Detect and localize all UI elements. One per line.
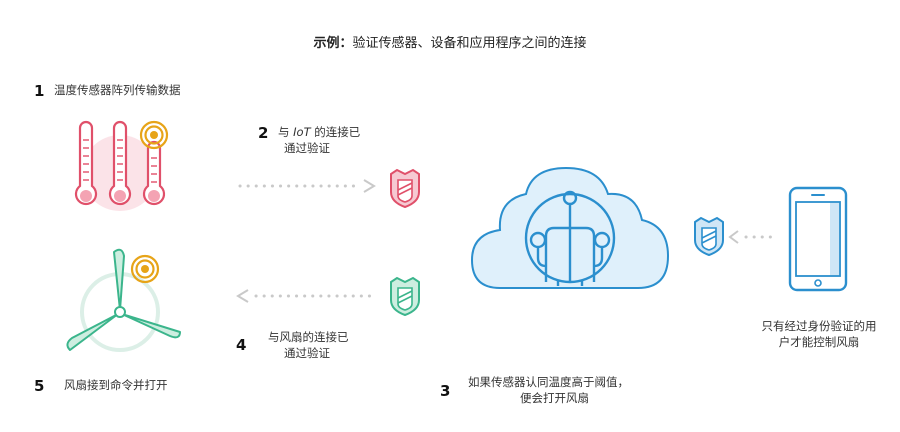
step-3-line2: 便会打开风扇: [520, 391, 589, 405]
step-5-number: 5: [34, 377, 45, 395]
phone-caption-line1: 只有经过身份验证的用: [761, 319, 877, 333]
shield-icon-blue: [694, 216, 724, 257]
step-4-line2: 通过验证: [284, 346, 330, 360]
step-1-label: 温度传感器阵列传输数据: [54, 83, 181, 97]
wind-turbine-icon: [66, 248, 181, 352]
arrow-sensor-to-shield: [238, 179, 376, 193]
arrow-phone-to-shield: [728, 230, 776, 244]
title-prefix: 示例：: [313, 36, 353, 51]
diagram-title: 示例：验证传感器、设备和应用程序之间的连接: [0, 32, 900, 51]
arrow-shield-to-fan: [236, 289, 374, 303]
step-2-number: 2: [258, 124, 269, 142]
phone-caption: 只有经过身份验证的用 户才能控制风扇: [744, 318, 894, 350]
smartphone-icon: [788, 186, 848, 292]
step-3-number: 3: [440, 382, 451, 400]
step-4-number: 4: [236, 336, 247, 354]
fan-signal-icon: [130, 254, 160, 284]
step-2-line1-iot: IoT: [293, 125, 311, 139]
step-3-line1: 如果传感器认同温度高于阈值，: [468, 375, 629, 389]
step-1-number: 1: [34, 82, 45, 100]
step-4-label: 与风扇的连接已 通过验证: [262, 329, 349, 361]
cloud-iot-icon: [470, 166, 670, 289]
phone-caption-line2: 户才能控制风扇: [778, 335, 860, 349]
step-4-line1: 与风扇的连接已: [268, 330, 349, 344]
thermometer-array-icon: [74, 120, 166, 211]
step-2-line1-post: 的连接已: [310, 125, 361, 139]
shield-icon-red: [390, 168, 420, 209]
step-2-line1-pre: 与: [278, 125, 294, 139]
step-3-label: 如果传感器认同温度高于阈值， 便会打开风扇: [468, 374, 629, 406]
step-2-line2: 通过验证: [284, 141, 330, 155]
title-text: 验证传感器、设备和应用程序之间的连接: [352, 36, 587, 51]
step-5-label: 风扇接到命令并打开: [64, 378, 168, 392]
sensor-signal-icon: [139, 120, 169, 150]
step-2-label: 与 IoT 的连接已 通过验证: [278, 124, 360, 156]
shield-icon-green: [390, 276, 420, 317]
